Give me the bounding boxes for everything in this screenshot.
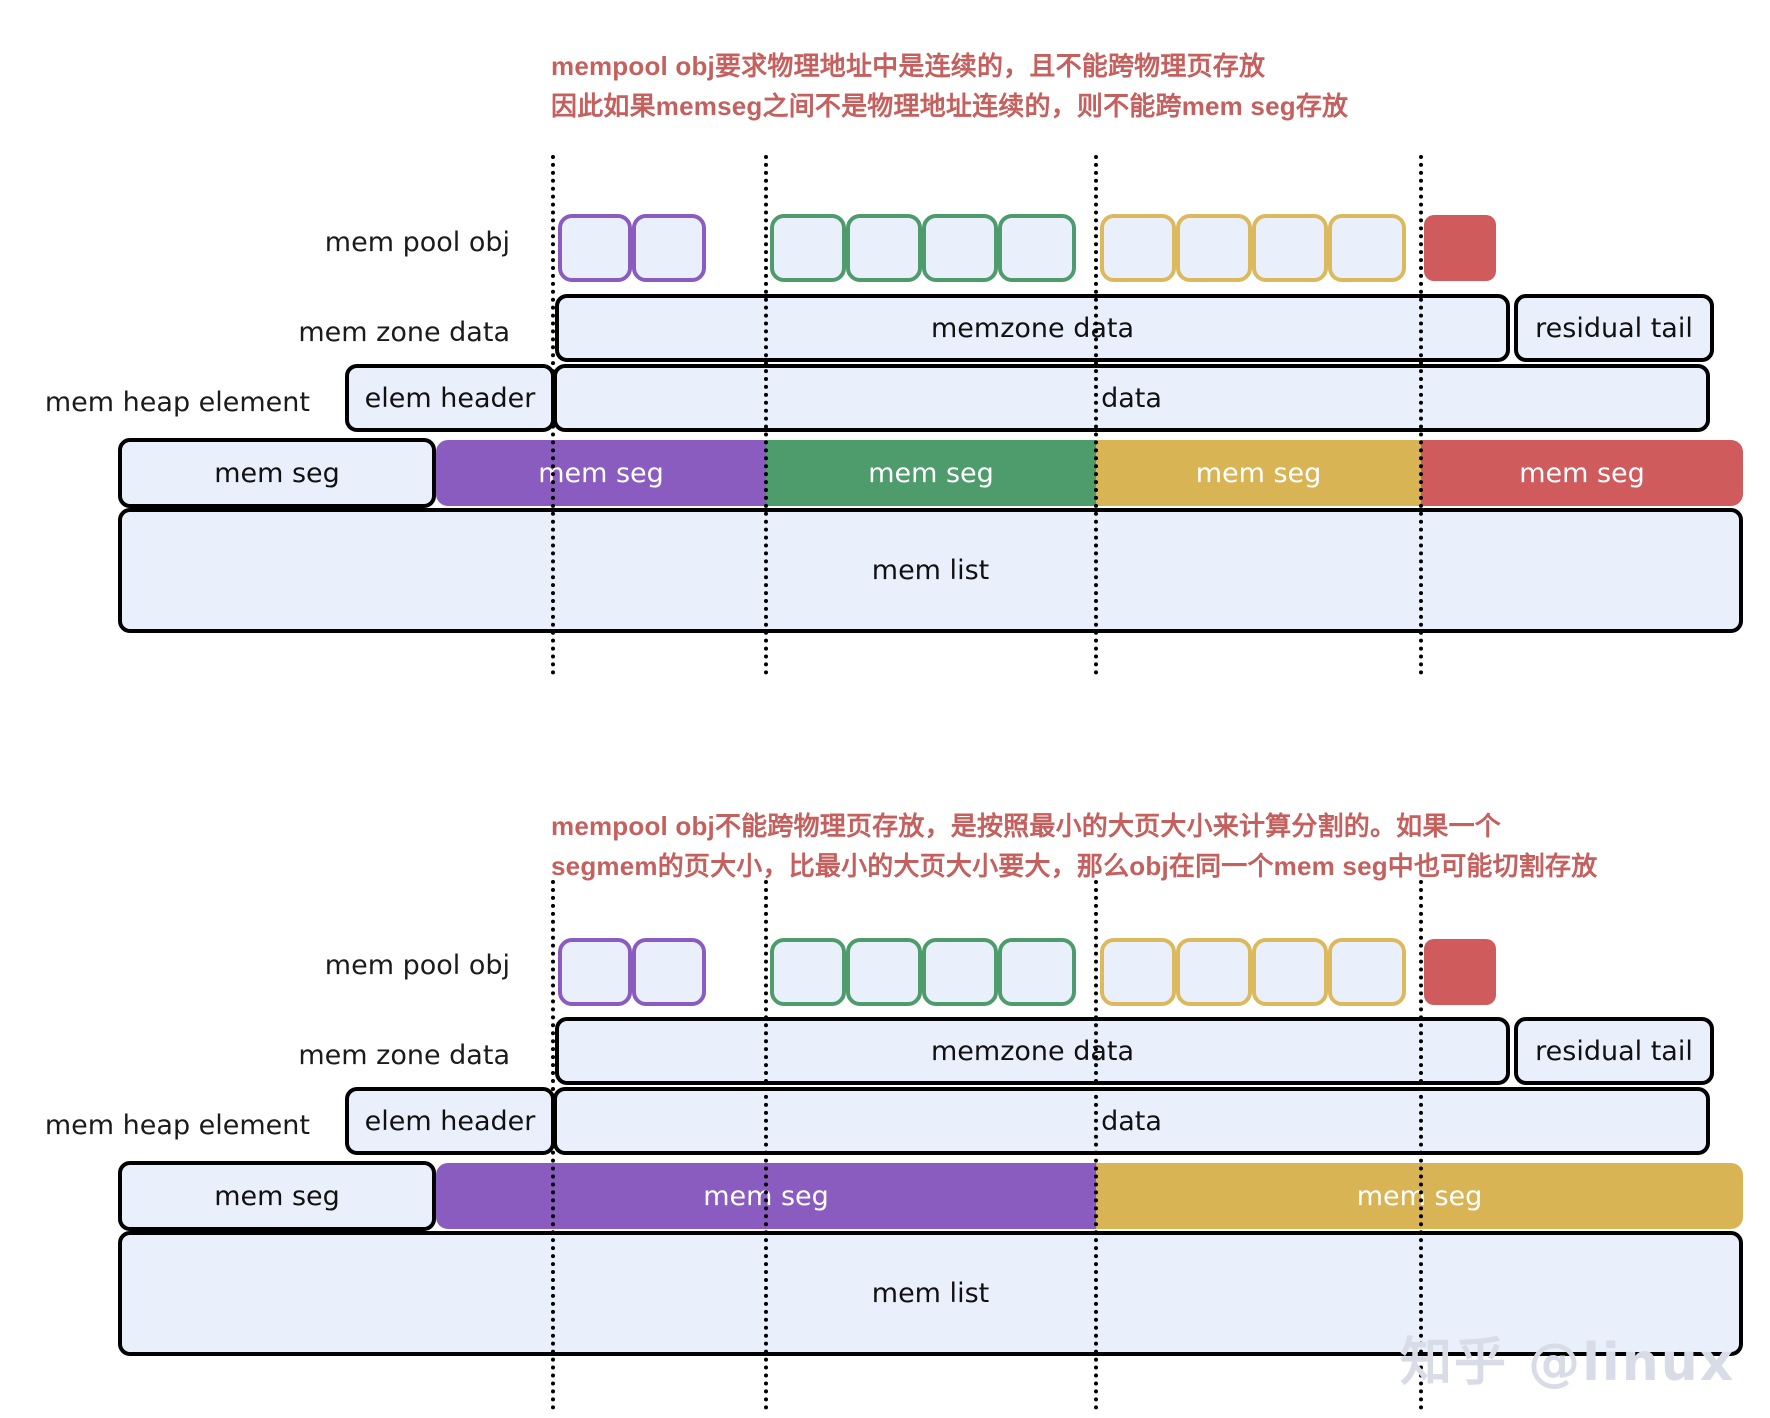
mem-pool-obj-cell xyxy=(1176,938,1252,1006)
mem-seg-gold-1: mem seg xyxy=(1096,440,1421,506)
mem-pool-obj-cell xyxy=(558,938,632,1006)
mem-seg-red-1: mem seg xyxy=(1421,440,1743,506)
mem-pool-obj-cell-residual xyxy=(1424,215,1496,281)
guide-line-2 xyxy=(764,155,768,675)
caption-1-line-1: mempool obj要求物理地址中是连续的，且不能跨物理页存放 xyxy=(551,51,1266,81)
residual-tail-bar-2: residual tail xyxy=(1514,1017,1714,1085)
guide-line-8 xyxy=(1419,880,1423,1410)
mem-pool-obj-cell xyxy=(632,938,706,1006)
elem-data-bar-2: data xyxy=(553,1087,1710,1155)
row-label-mem-pool-obj-1: mem pool obj xyxy=(324,227,510,258)
mem-pool-obj-cell xyxy=(1328,938,1406,1006)
caption-2-line-2: segmem的页大小，比最小的大页大小要大，那么obj在同一个mem seg中也… xyxy=(551,851,1598,881)
mem-pool-obj-cell-residual xyxy=(1424,939,1496,1005)
mem-pool-obj-cell xyxy=(770,938,846,1006)
memzone-data-bar-1: memzone data xyxy=(555,294,1510,362)
elem-data-bar-1: data xyxy=(553,364,1710,432)
zhihu-watermark: 知乎 @linux xyxy=(1400,1333,1736,1393)
mem-pool-obj-cell xyxy=(846,214,922,282)
mem-pool-obj-cell xyxy=(998,214,1076,282)
mem-seg-white-1: mem seg xyxy=(118,438,436,508)
row-label-mem-zone-data-2: mem zone data xyxy=(298,1040,510,1071)
caption-2-line-1: mempool obj不能跨物理页存放，是按照最小的大页大小来计算分割的。如果一… xyxy=(551,811,1501,841)
mem-list-bar-2: mem list xyxy=(118,1231,1743,1356)
caption-1-line-2: 因此如果memseg之间不是物理地址连续的，则不能跨mem seg存放 xyxy=(551,91,1349,121)
guide-line-3 xyxy=(1094,155,1098,675)
mem-pool-obj-cell xyxy=(846,938,922,1006)
guide-line-7 xyxy=(1094,880,1098,1410)
elem-header-bar-2: elem header xyxy=(345,1087,555,1155)
mem-pool-obj-cell xyxy=(1252,938,1328,1006)
mem-seg-purple-1: mem seg xyxy=(436,440,766,506)
mem-pool-obj-cell xyxy=(922,214,998,282)
mem-pool-obj-cell xyxy=(1100,938,1176,1006)
mem-seg-green-1: mem seg xyxy=(766,440,1096,506)
guide-line-6 xyxy=(764,880,768,1410)
row-label-mem-heap-element-2: mem heap element xyxy=(44,1110,310,1141)
elem-header-bar-1: elem header xyxy=(345,364,555,432)
mem-pool-obj-cell xyxy=(770,214,846,282)
guide-line-4 xyxy=(1419,155,1423,675)
mem-pool-obj-cell xyxy=(1100,214,1176,282)
mem-pool-obj-cell xyxy=(922,938,998,1006)
mem-pool-obj-cell xyxy=(1176,214,1252,282)
mem-pool-obj-cell xyxy=(998,938,1076,1006)
mem-list-bar-1: mem list xyxy=(118,508,1743,633)
mem-pool-obj-cell xyxy=(1252,214,1328,282)
memzone-data-bar-2: memzone data xyxy=(555,1017,1510,1085)
guide-line-5 xyxy=(551,880,555,1410)
guide-line-1 xyxy=(551,155,555,675)
row-label-mem-heap-element-1: mem heap element xyxy=(44,387,310,418)
mem-pool-obj-cell xyxy=(1328,214,1406,282)
mem-pool-obj-cell xyxy=(632,214,706,282)
mem-pool-obj-cell xyxy=(558,214,632,282)
row-label-mem-zone-data-1: mem zone data xyxy=(298,317,510,348)
row-label-mem-pool-obj-2: mem pool obj xyxy=(324,950,510,981)
mem-seg-white-2: mem seg xyxy=(118,1161,436,1231)
residual-tail-bar-1: residual tail xyxy=(1514,294,1714,362)
